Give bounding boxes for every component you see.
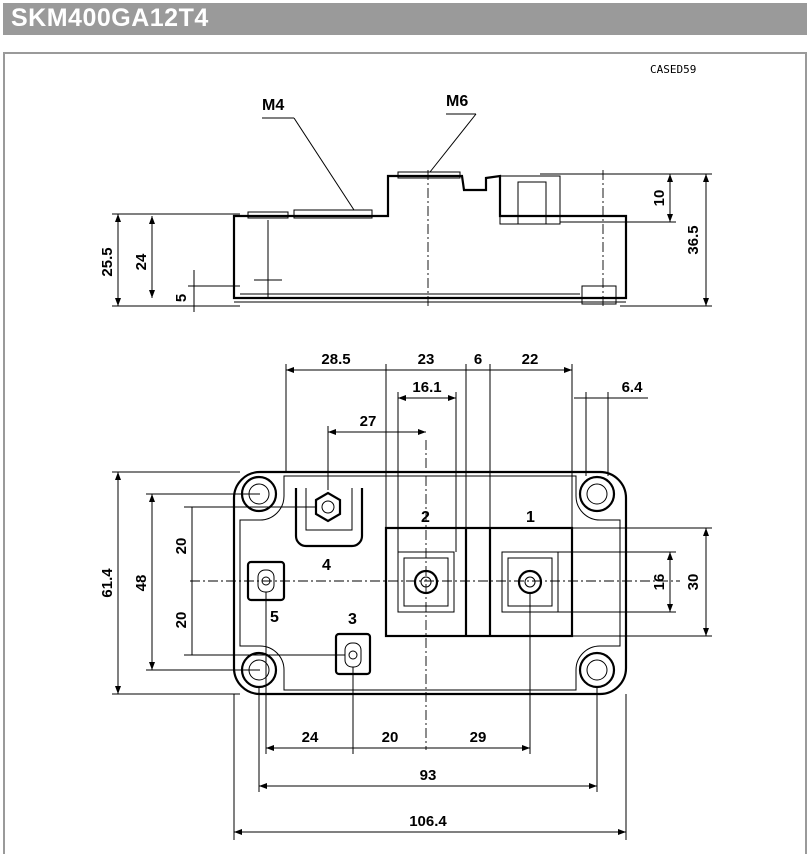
power-terminal-block xyxy=(384,526,574,638)
terminal-1-screw xyxy=(517,569,543,595)
dim-28-5: 28.5 xyxy=(321,351,350,368)
dimension-arrows xyxy=(115,174,709,835)
top-view: 2 1 4 5 3 28.5 23 6 22 16.1 27 6.4 61.4 xyxy=(99,351,712,840)
arrowhead xyxy=(703,628,709,636)
dim-27: 27 xyxy=(360,413,377,430)
mount-hole-tr-inner xyxy=(586,483,608,505)
terminal-4-holder xyxy=(294,488,364,548)
arrowhead xyxy=(618,829,626,835)
terminal-label-5: 5 xyxy=(270,609,279,626)
arrowhead xyxy=(234,829,242,835)
arrowhead xyxy=(149,290,155,298)
dim-93: 93 xyxy=(420,767,437,784)
dim-30: 30 xyxy=(685,574,702,591)
terminal-4-hole xyxy=(321,500,335,514)
arrowhead xyxy=(286,367,294,373)
drawing-frame xyxy=(3,52,807,854)
dim-6-4: 6.4 xyxy=(622,379,644,396)
dim-20-upper: 20 xyxy=(173,538,190,555)
arrowhead xyxy=(448,395,456,401)
dim-6: 6 xyxy=(474,351,482,368)
top-view-body xyxy=(232,470,628,696)
arrowhead xyxy=(149,494,155,502)
terminal-4-nut xyxy=(314,491,342,523)
dim-16: 16 xyxy=(651,574,668,591)
dim-24: 24 xyxy=(133,253,150,270)
m6-leader xyxy=(429,113,477,173)
arrowhead xyxy=(398,395,406,401)
dim-24-bottom: 24 xyxy=(302,729,319,746)
terminal-1-hole xyxy=(524,576,536,588)
top-view-inner xyxy=(239,475,621,691)
m6-thread xyxy=(517,181,547,225)
arrowhead xyxy=(115,686,121,694)
terminal-label-2: 2 xyxy=(421,509,430,526)
arrowhead xyxy=(115,214,121,222)
terminal-3-hole xyxy=(348,650,358,660)
dim-48: 48 xyxy=(133,575,150,592)
dim-5: 5 xyxy=(173,294,190,302)
mount-hole-br xyxy=(578,651,616,689)
m6-screw-top xyxy=(397,171,461,179)
arrowhead xyxy=(418,429,426,435)
dim-20-lower: 20 xyxy=(173,612,190,629)
dim-23: 23 xyxy=(418,351,435,368)
mount-hole-section xyxy=(581,285,617,305)
m4-label: M4 xyxy=(262,97,284,114)
arrowhead xyxy=(564,367,572,373)
arrowhead xyxy=(703,528,709,536)
dim-25-5: 25.5 xyxy=(99,247,116,276)
arrowhead xyxy=(115,472,121,480)
terminal-4-inner xyxy=(305,488,353,531)
m4-leader xyxy=(293,117,355,211)
arrowhead xyxy=(266,745,274,751)
arrowhead xyxy=(667,604,673,612)
title-bar: SKM400GA12T4 xyxy=(3,3,807,35)
dim-61-4: 61.4 xyxy=(99,568,116,598)
case-label: CASED59 xyxy=(650,63,696,76)
dim-29: 29 xyxy=(470,729,487,746)
arrowhead xyxy=(667,174,673,182)
mount-hole-br-inner xyxy=(586,659,608,681)
dim-16-1: 16.1 xyxy=(412,379,441,396)
arrowhead xyxy=(522,745,530,751)
dim-36-5: 36.5 xyxy=(685,225,702,254)
side-view-body xyxy=(232,174,628,300)
terminal-label-1: 1 xyxy=(526,509,535,526)
m4-nut-top xyxy=(247,211,289,219)
dim-10: 10 xyxy=(651,190,668,207)
terminal-3-pin xyxy=(344,642,362,668)
terminal-label-3: 3 xyxy=(348,611,357,628)
dim-20-bottom: 20 xyxy=(382,729,399,746)
arrowhead xyxy=(667,214,673,222)
arrowhead xyxy=(703,298,709,306)
arrowhead xyxy=(703,174,709,182)
terminal-label-4: 4 xyxy=(322,557,331,574)
dim-22: 22 xyxy=(522,351,539,368)
side-view: M4 M6 25.5 24 5 10 36.5 xyxy=(99,93,712,312)
m6-label: M6 xyxy=(446,93,468,110)
arrowhead xyxy=(589,783,597,789)
arrowhead xyxy=(115,298,121,306)
m4-nut-top-2 xyxy=(293,209,373,219)
arrowhead xyxy=(667,552,673,560)
dim-106-4: 106.4 xyxy=(409,813,447,830)
arrowhead xyxy=(259,783,267,789)
mount-hole-tr xyxy=(578,475,616,513)
page-title: SKM400GA12T4 xyxy=(11,4,209,32)
arrowhead xyxy=(328,429,336,435)
arrowhead xyxy=(149,662,155,670)
arrowhead xyxy=(149,216,155,224)
